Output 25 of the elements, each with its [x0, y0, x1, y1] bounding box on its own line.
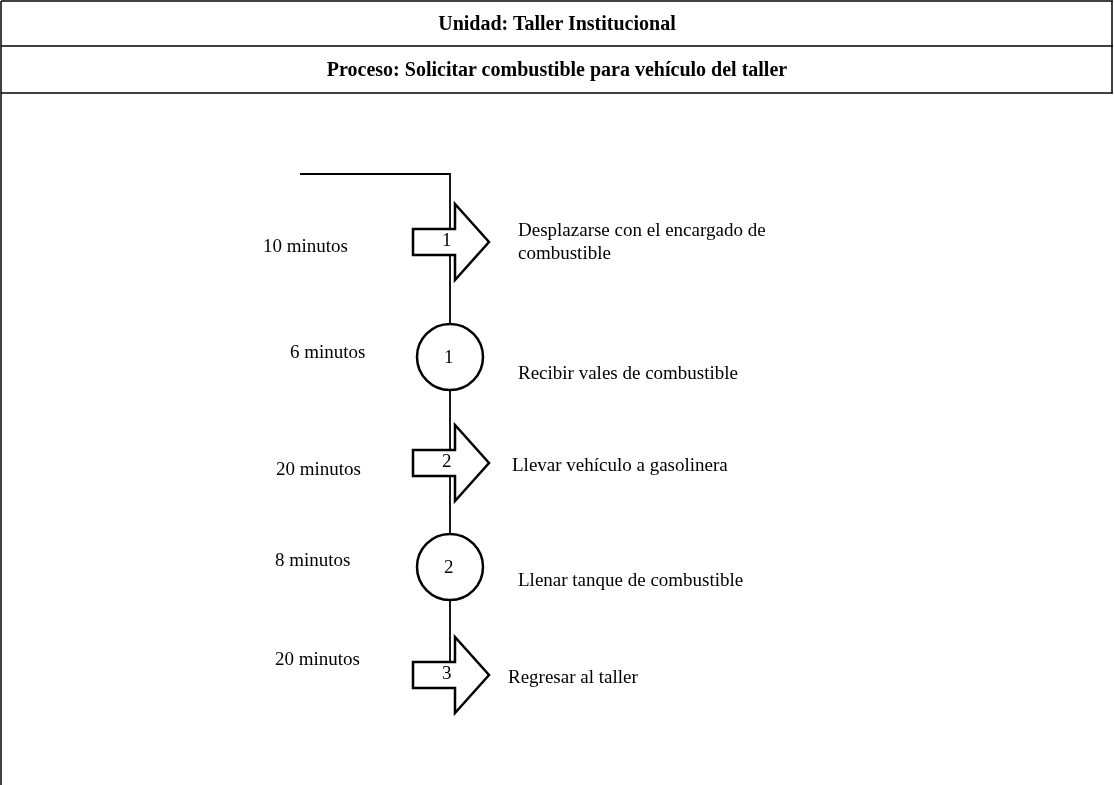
duration-label: 10 minutos — [263, 234, 348, 257]
transport-symbol — [413, 204, 490, 280]
step-description: Regresar al taller — [508, 665, 638, 688]
connector-line — [449, 600, 451, 663]
step-number: 1 — [444, 347, 454, 367]
operation-circle — [416, 533, 484, 601]
duration-label: 20 minutos — [275, 647, 360, 670]
header-text: Unidad: Taller Institucional — [437, 11, 677, 35]
step-number: 1 — [442, 230, 452, 250]
duration-label: 20 minutos — [276, 457, 361, 480]
connector-line — [299, 173, 451, 230]
step-number: 3 — [442, 663, 452, 683]
operation-circle — [416, 323, 484, 391]
step-description: Desplazarse con el encargado de combustible — [518, 218, 767, 264]
connector-line — [449, 390, 451, 451]
step-description: Llevar vehículo a gasolinera — [512, 453, 728, 476]
step-number: 2 — [442, 451, 452, 471]
transport-symbol — [413, 637, 490, 713]
duration-label: 6 minutos — [290, 340, 366, 363]
header-text: Proceso: Solicitar combustible para vehículo del taller — [325, 57, 789, 81]
step-description: Recibir vales de combustible — [518, 361, 739, 384]
transport-symbol — [413, 425, 490, 501]
duration-label: 8 minutos — [275, 548, 351, 571]
step-description: Llenar tanque de combustible — [518, 568, 744, 591]
step-number: 2 — [444, 557, 454, 577]
